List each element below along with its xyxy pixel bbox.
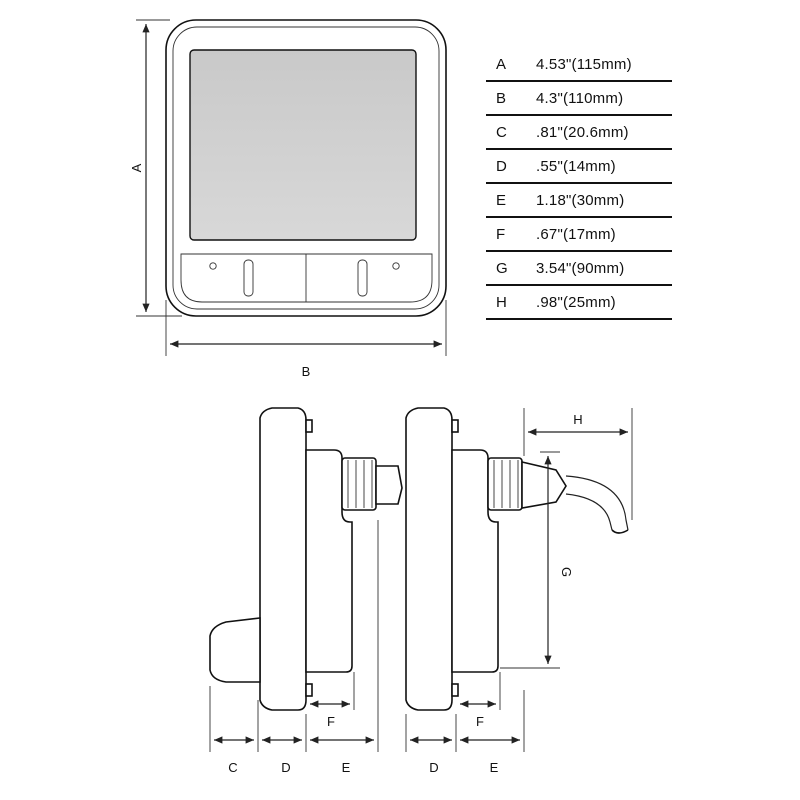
led-right-icon [392, 262, 400, 270]
side-view-left: F C D E [209, 407, 403, 775]
dim-value: 1.18"(30mm) [536, 191, 625, 209]
rear-housing-right [451, 449, 499, 673]
bezel-profile-right [405, 407, 453, 711]
dim-row-e: E 1.18"(30mm) [486, 184, 672, 218]
dim-value: .98"(25mm) [536, 293, 616, 311]
label-d-right: D [429, 760, 438, 775]
screen [189, 49, 417, 241]
dim-key: H [496, 293, 507, 311]
dim-row-b: B 4.3"(110mm) [486, 82, 672, 116]
dim-value: .67"(17mm) [536, 225, 616, 243]
cable-boot [521, 460, 567, 509]
mount-knob [209, 617, 261, 683]
front-view: A B [129, 19, 447, 379]
label-d-left: D [281, 760, 290, 775]
button-left-icon [243, 259, 254, 297]
label-f-left: F [327, 714, 335, 729]
label-g: G [559, 567, 574, 577]
connector-right [487, 457, 523, 511]
side-view-right: H G F D E [405, 407, 633, 775]
dim-key: G [496, 259, 508, 277]
label-c: C [228, 760, 237, 775]
dim-value: .81"(20.6mm) [536, 123, 629, 141]
dim-row-h: H .98"(25mm) [486, 286, 672, 320]
dim-row-g: G 3.54"(90mm) [486, 252, 672, 286]
cable-end [611, 529, 629, 534]
dim-row-f: F .67"(17mm) [486, 218, 672, 252]
bezel-inner [172, 26, 440, 310]
dim-row-d: D .55"(14mm) [486, 150, 672, 184]
dim-key: F [496, 225, 506, 243]
dim-value: 3.54"(90mm) [536, 259, 625, 277]
rear-housing-left [305, 449, 353, 673]
connector-left [341, 457, 377, 511]
button-right-icon [357, 259, 368, 297]
dimension-table: A 4.53"(115mm) B 4.3"(110mm) C .81"(20.6… [486, 48, 672, 320]
dim-value: 4.3"(110mm) [536, 89, 624, 107]
dim-row-c: C .81"(20.6mm) [486, 116, 672, 150]
dim-key: D [496, 157, 507, 175]
label-e-right: E [490, 760, 499, 775]
dim-value: 4.53"(115mm) [536, 55, 632, 73]
bezel-profile-left [259, 407, 307, 711]
dim-key: E [496, 191, 507, 209]
label-e-left: E [342, 760, 351, 775]
dim-row-a: A 4.53"(115mm) [486, 48, 672, 82]
dim-key: B [496, 89, 507, 107]
dim-key: C [496, 123, 507, 141]
dim-value: .55"(14mm) [536, 157, 616, 175]
label-f-right: F [476, 714, 484, 729]
led-left-icon [209, 262, 217, 270]
label-a: A [129, 163, 144, 172]
button-strip [180, 253, 433, 303]
label-h: H [573, 412, 582, 427]
dim-key: A [496, 55, 507, 73]
label-b: B [302, 364, 311, 379]
